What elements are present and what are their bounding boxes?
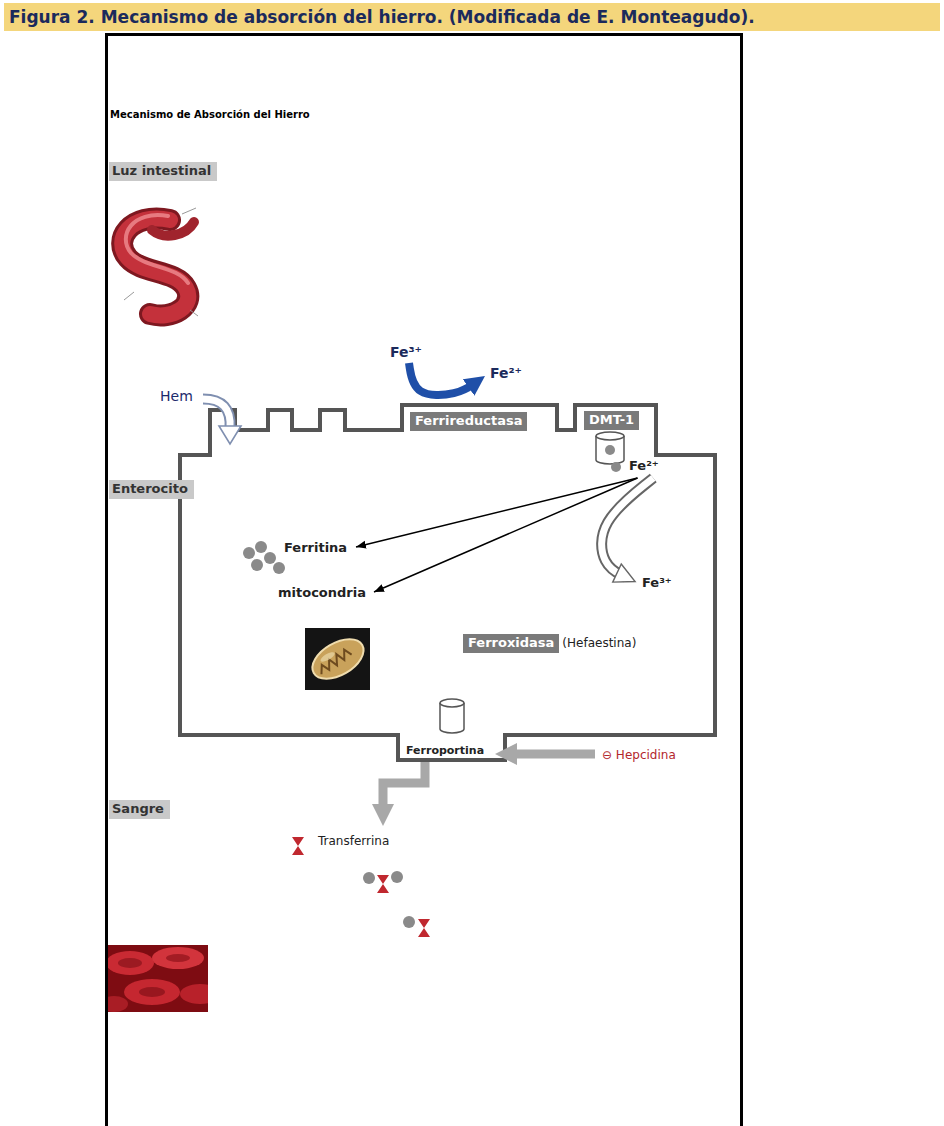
mitochondrion-picture <box>319 650 336 663</box>
intestine-picture <box>190 310 198 316</box>
ferroportin-channel <box>440 699 464 733</box>
heme-entry-arrow <box>203 399 230 428</box>
iron-ion: Fe²⁺ <box>488 363 526 383</box>
dmt1-channel <box>596 432 624 440</box>
red-blood-cells-picture <box>108 996 128 1012</box>
connectors <box>356 363 653 815</box>
transferrin-molecules <box>292 837 304 855</box>
reduction-arrow <box>409 363 477 395</box>
intestine-picture <box>122 208 198 316</box>
ferritin-cluster <box>251 559 263 571</box>
protein-label: DMT-1 <box>584 409 641 430</box>
heme-entry-arrow <box>203 399 241 444</box>
transferrin-molecules <box>403 916 415 928</box>
storage-arrow <box>356 478 638 547</box>
region-band: Enterocito <box>109 478 195 499</box>
node-label: Ferroportina <box>404 744 486 758</box>
node-label: Ferrireductasa <box>410 412 527 431</box>
node-label: Fe³⁺ <box>640 575 674 592</box>
ferroportin-label: Ferroportina <box>404 739 488 759</box>
mitochondrion-picture <box>305 628 370 690</box>
reduction-arrow <box>409 363 477 395</box>
node-label: Sangre <box>109 800 170 819</box>
inhibition-arrow <box>506 754 595 755</box>
hepcidin-label: ⊖ Hepcidina <box>600 744 679 764</box>
red-blood-cells-picture <box>124 979 180 1005</box>
oxidation-arrow <box>602 478 654 577</box>
node-label: Transferrina <box>316 834 391 850</box>
ferritin-cluster <box>273 562 285 574</box>
ferroportin-channel <box>440 699 464 707</box>
heme-entry-arrow <box>203 399 230 428</box>
transferrin-molecules <box>391 871 403 883</box>
ferritin-cluster <box>255 541 267 553</box>
red-blood-cells-picture <box>108 945 208 1012</box>
heme-entry-arrow <box>219 426 241 444</box>
region-band: Luz intestinal <box>109 160 219 181</box>
ferritin-cluster <box>243 541 285 574</box>
storage-arrow <box>356 478 638 547</box>
region-band: Sangre <box>109 798 171 819</box>
ferritin-cluster <box>243 547 255 559</box>
enterocyte-outline <box>180 405 715 760</box>
iron-ion: Fe²⁺ <box>627 455 662 475</box>
node-label: Ferritina <box>282 540 349 557</box>
red-blood-cells-picture <box>139 987 165 997</box>
mitochondrion-picture <box>305 628 370 690</box>
heme-label: Hem <box>158 386 196 406</box>
mitochondrion-picture <box>316 648 352 675</box>
transferrin-molecules <box>377 875 389 893</box>
export-arrow <box>383 762 425 815</box>
mitochondria-label: mitocondria <box>276 582 369 602</box>
node-label: mitocondria <box>276 585 368 602</box>
intestine-picture <box>152 222 194 236</box>
oxidation-arrow <box>602 478 654 577</box>
mitochondrion-picture <box>306 631 370 687</box>
red-blood-cells-picture <box>166 954 190 962</box>
iron-dot <box>611 462 621 472</box>
transferrin-label: Transferrina <box>316 830 393 850</box>
node-label: Enterocito <box>109 480 194 499</box>
node-note: (Hefaestina) <box>559 636 636 652</box>
red-blood-cells-picture <box>118 958 142 968</box>
oxidation-arrow <box>602 478 654 577</box>
figure-frame: Mecanismo de Absorción del HierroLuz int… <box>105 33 743 1126</box>
dmt1-channel <box>596 432 624 464</box>
ferritin-cluster <box>264 552 276 564</box>
node-label: ⊖ Hepcidina <box>600 748 678 764</box>
iron-ion: Fe³⁺ <box>640 572 675 592</box>
iron-ion: Fe³⁺ <box>388 342 426 362</box>
enzyme-label: Ferroxidasa(Hefaestina) <box>463 632 638 653</box>
node-label: Luz intestinal <box>109 162 217 181</box>
intestine-picture <box>182 208 196 214</box>
node-label: Fe²⁺ <box>627 458 661 475</box>
red-blood-cells-picture <box>180 984 208 1004</box>
dmt1-channel <box>605 445 615 455</box>
export-arrow <box>383 762 425 815</box>
node-label: Fe³⁺ <box>388 343 424 361</box>
ferritin-label: Ferritina <box>282 537 351 557</box>
red-blood-cells-picture <box>152 947 204 969</box>
enterocyte-outline <box>180 405 715 760</box>
transferrin-molecules <box>418 919 430 937</box>
intestine-picture <box>124 292 134 300</box>
title-bar: Figura 2. Mecanismo de absorción del hie… <box>4 3 940 31</box>
node-label: Ferroxidasa <box>463 634 559 653</box>
inhibition-arrow <box>506 750 595 759</box>
mitochondrion-picture <box>306 631 370 687</box>
node-label: DMT-1 <box>584 411 639 430</box>
frame-heading: Mecanismo de Absorción del Hierro <box>110 108 310 121</box>
transferrin-molecules <box>292 837 430 937</box>
figure-title: Figura 2. Mecanismo de absorción del hie… <box>4 3 755 31</box>
node-label: Hem <box>158 387 195 405</box>
node-label: Fe²⁺ <box>488 364 524 382</box>
red-blood-cells-picture <box>108 951 154 975</box>
transferrin-molecules <box>363 872 375 884</box>
iron-dot <box>611 462 621 472</box>
protein-label: Ferrireductasa <box>410 410 529 431</box>
intestine-picture <box>126 215 188 283</box>
